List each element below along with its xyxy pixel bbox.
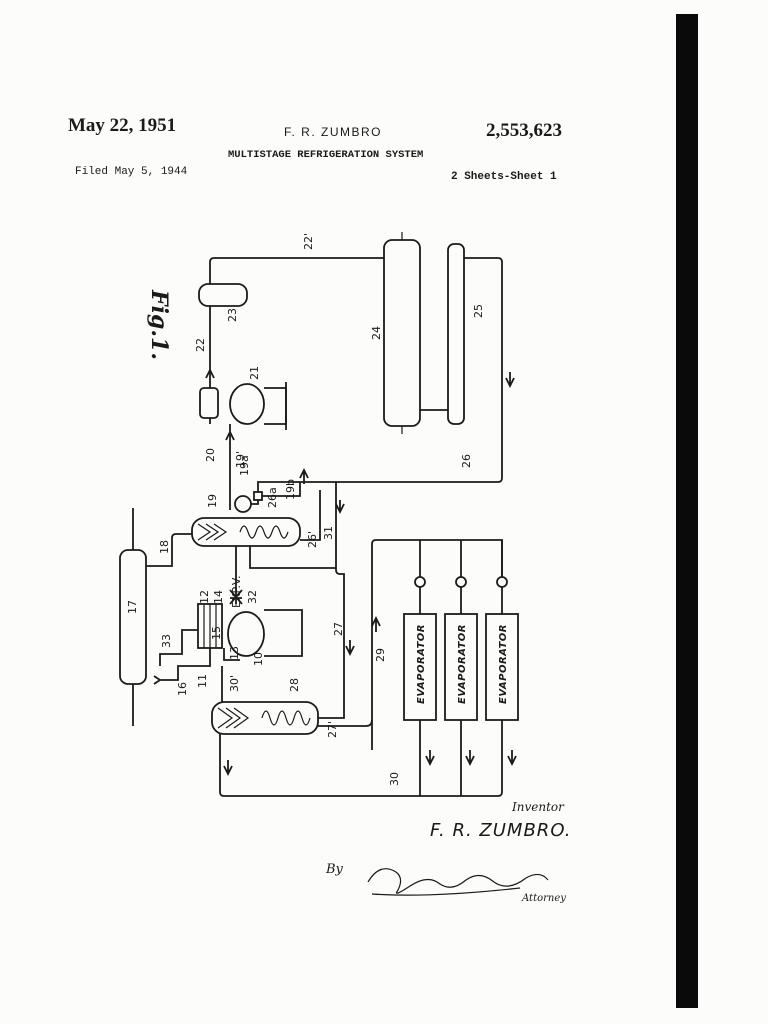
ref-numeral: 21: [248, 366, 261, 380]
ref-numeral: 13: [228, 646, 241, 660]
svg-text:EVAPORATOR: EVAPORATOR: [416, 624, 427, 704]
svg-text:EVAPORATOR: EVAPORATOR: [498, 624, 509, 704]
pipe-16: [160, 648, 211, 681]
flow-arrow: [505, 372, 515, 389]
ref-numeral: 15: [210, 626, 223, 640]
compressor-10-body: [227, 611, 265, 657]
patent-date: May 22, 1951: [68, 115, 177, 136]
pipe-27: [318, 700, 345, 719]
ref-numeral: 28: [288, 678, 301, 692]
ref-numeral: 24: [370, 326, 383, 340]
ref-numeral: 31: [322, 526, 335, 540]
expansion-valve-3: [496, 576, 508, 588]
evaporator-3: EVAPORATOR: [485, 613, 519, 721]
ref-numeral: 19b: [284, 479, 297, 500]
ref-numeral: 22: [194, 338, 207, 352]
ref-numeral: 25: [472, 304, 485, 318]
pipe-33: [159, 629, 198, 666]
flow-arrow: [205, 369, 215, 379]
intercooler-baffles: [197, 523, 228, 541]
condenser-24: [383, 239, 421, 427]
sheet-count: 2 Sheets-Sheet 1: [451, 171, 557, 183]
ref-numeral: 17: [126, 600, 139, 614]
ref-numeral: 22': [302, 233, 315, 250]
svg-text:EVAPORATOR: EVAPORATOR: [457, 624, 468, 704]
pipe-18: [146, 533, 192, 567]
ref-numeral: 20: [204, 448, 217, 462]
figure-label: Fig.1.: [146, 289, 172, 360]
expansion-valve-2: [455, 576, 467, 588]
pipe-26: [257, 257, 503, 494]
ref-numeral: 29: [374, 648, 387, 662]
valve-19a: [234, 495, 252, 513]
inventor-signature: F. R. ZUMBRO.: [430, 820, 572, 841]
compressor-21-base: [264, 387, 287, 425]
compressor-21-body: [229, 383, 265, 425]
ref-numeral: 23: [226, 308, 239, 322]
receiver-23: [198, 283, 248, 307]
float-26a: [253, 491, 263, 501]
ref-numeral: 12: [198, 590, 211, 604]
compressor-10-base: [264, 609, 303, 657]
ref-numeral: 11: [196, 674, 209, 688]
evaporator-1: EVAPORATOR: [403, 613, 437, 721]
inventor-header: F. R. ZUMBRO: [284, 125, 382, 139]
ref-numeral: 32: [246, 590, 259, 604]
pipe-26-prime: [249, 546, 336, 569]
compressor-21-head: [199, 387, 219, 419]
by-label: By: [326, 862, 343, 877]
ref-numeral: 19a: [238, 455, 251, 476]
ref-numeral: 33: [160, 634, 173, 648]
ref-numeral: 30: [388, 772, 401, 786]
ref-numeral: 18: [158, 540, 171, 554]
ref-numeral: 14: [212, 590, 225, 604]
evaporator-2: EVAPORATOR: [444, 613, 478, 721]
scan-edge-bar: [676, 14, 698, 1008]
ref-numeral: 30': [228, 675, 241, 692]
pipe-30: [219, 720, 503, 797]
filed-date: Filed May 5, 1944: [75, 166, 188, 178]
ref-numeral: 16: [176, 682, 189, 696]
flow-arrow: [299, 467, 309, 484]
pipe-29: [371, 539, 503, 750]
ref-numeral: 19': [234, 451, 247, 468]
ref-numeral: EXP.V.: [230, 575, 243, 608]
patent-number: 2,553,623: [486, 120, 562, 141]
pipe-22: [209, 257, 390, 424]
intercooler-19: [191, 517, 301, 547]
ref-numeral: 27': [326, 721, 339, 738]
subcooler-baffles: [217, 707, 250, 729]
subcooler-coil: [261, 710, 311, 726]
ref-numeral: 27: [332, 622, 345, 636]
pipe-31: [335, 482, 345, 700]
ref-numeral: 10: [252, 652, 265, 666]
inventor-label: Inventor: [512, 800, 564, 814]
flow-arrow: [335, 500, 345, 515]
ref-numeral: 26: [460, 454, 473, 468]
intercooler-coil: [239, 525, 289, 539]
attorney-label: Attorney: [522, 893, 566, 904]
vessel-17: [119, 549, 147, 685]
expansion-valve-1: [414, 576, 426, 588]
ref-numeral: 26': [306, 531, 319, 548]
patent-title: MULTISTAGE REFRIGERATION SYSTEM: [228, 149, 424, 161]
tank-25: [447, 243, 465, 425]
ref-numeral: 19: [206, 494, 219, 508]
ref-numeral: 26a: [266, 487, 279, 508]
